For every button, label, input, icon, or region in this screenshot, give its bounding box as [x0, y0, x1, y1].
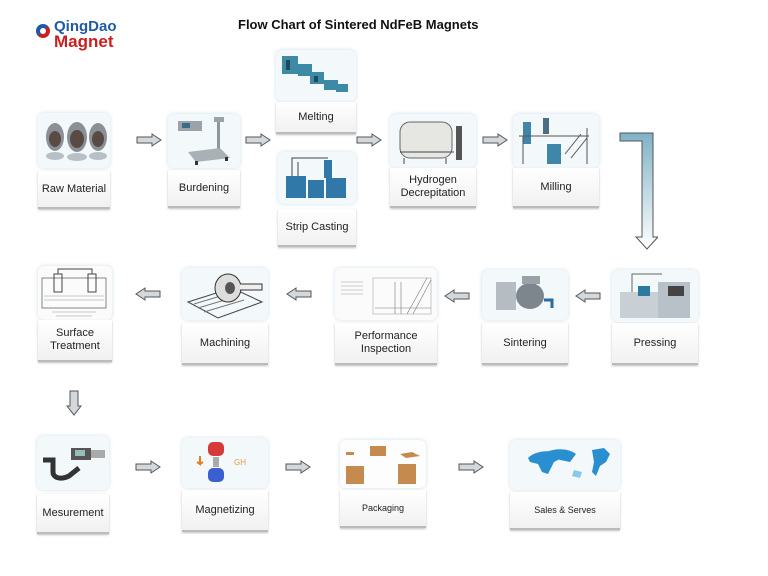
brand-logo: QingDao Magnet [36, 18, 136, 52]
arrow-left-icon [575, 289, 601, 303]
hydrogen-furnace-image [390, 114, 476, 168]
weighing-scale-image [168, 114, 240, 168]
world-map-image [510, 440, 620, 490]
arrow-down-icon [66, 390, 82, 416]
arrow-right-icon [356, 133, 382, 147]
connector-down-arrow-icon [619, 132, 658, 250]
arrow-left-icon [444, 289, 470, 303]
press-machine-image [612, 270, 698, 322]
arrow-right-icon [135, 460, 161, 474]
arrow-left-icon [135, 287, 161, 301]
step-label: Milling [513, 168, 599, 208]
grinding-wheel-image [182, 268, 268, 320]
magnetizer-image: GH [182, 438, 268, 488]
strip-casting-machine-image [278, 152, 356, 204]
step-label: Surface Treatment [38, 320, 112, 362]
sintering-furnace-image [482, 270, 568, 320]
step-label: Machining [182, 323, 268, 365]
step-label: Burdening [168, 170, 240, 208]
brand-line1: QingDao [54, 18, 117, 35]
jet-mill-image [513, 114, 599, 168]
step-label: Sales & Serves [510, 492, 620, 530]
arrow-right-icon [285, 460, 311, 474]
step-label: Mesurement [37, 494, 109, 534]
step-label: Pressing [612, 323, 698, 365]
plating-bath-image [38, 266, 112, 320]
step-label: Strip Casting [278, 209, 356, 247]
step-label: Packaging [340, 490, 426, 528]
cartons-image [340, 440, 426, 488]
arrow-right-icon [482, 133, 508, 147]
melting-furnace-image [276, 50, 356, 102]
arrow-right-icon [458, 460, 484, 474]
arrow-right-icon [136, 133, 162, 147]
powder-jars-image [38, 113, 110, 168]
svg-text:GH: GH [234, 458, 246, 467]
step-label: Sintering [482, 323, 568, 365]
arrow-left-icon [286, 287, 312, 301]
step-label: Melting [276, 102, 356, 134]
arrow-right-icon [245, 133, 271, 147]
logo-ring-icon [36, 24, 50, 38]
bh-curve-chart-image [335, 268, 437, 320]
chart-title: Flow Chart of Sintered NdFeB Magnets [238, 17, 479, 32]
step-label: Raw Material [38, 171, 110, 209]
brand-line2: Magnet [54, 32, 114, 51]
step-label: Magnetizing [182, 490, 268, 532]
step-label: Hydrogen Decrepitation [390, 168, 476, 208]
micrometer-image [37, 436, 109, 490]
step-label: Performance Inspection [335, 323, 437, 365]
